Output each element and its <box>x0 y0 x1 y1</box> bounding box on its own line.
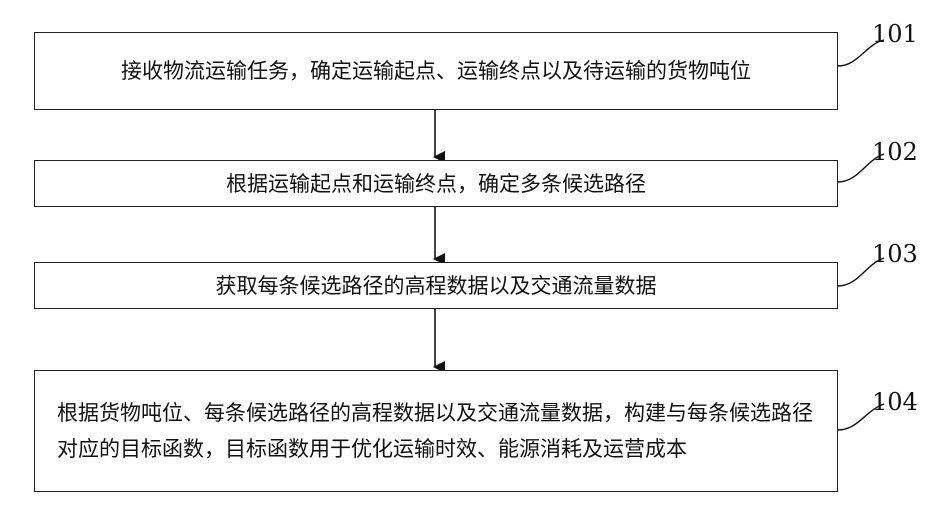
step-box-103: 获取每条候选路径的高程数据以及交通流量数据 <box>34 262 838 309</box>
step-box-102: 根据运输起点和运输终点，确定多条候选路径 <box>34 160 838 207</box>
step-box-101: 接收物流运输任务，确定运输起点、运输终点以及待运输的货物吨位 <box>34 32 838 110</box>
step-label-102: 102 <box>872 138 918 166</box>
step-box-104: 根据货物吨位、每条候选路径的高程数据以及交通流量数据，构建与每条候选路径对应的目… <box>34 370 838 492</box>
step-text-101: 接收物流运输任务，确定运输起点、运输终点以及待运输的货物吨位 <box>99 53 773 89</box>
step-text-104: 根据货物吨位、每条候选路径的高程数据以及交通流量数据，构建与每条候选路径对应的目… <box>35 395 837 467</box>
step-text-103: 获取每条候选路径的高程数据以及交通流量数据 <box>194 268 679 304</box>
step-label-101: 101 <box>872 20 918 48</box>
step-label-104: 104 <box>872 388 918 416</box>
step-label-103: 103 <box>872 240 918 268</box>
step-text-102: 根据运输起点和运输终点，确定多条候选路径 <box>204 166 668 202</box>
